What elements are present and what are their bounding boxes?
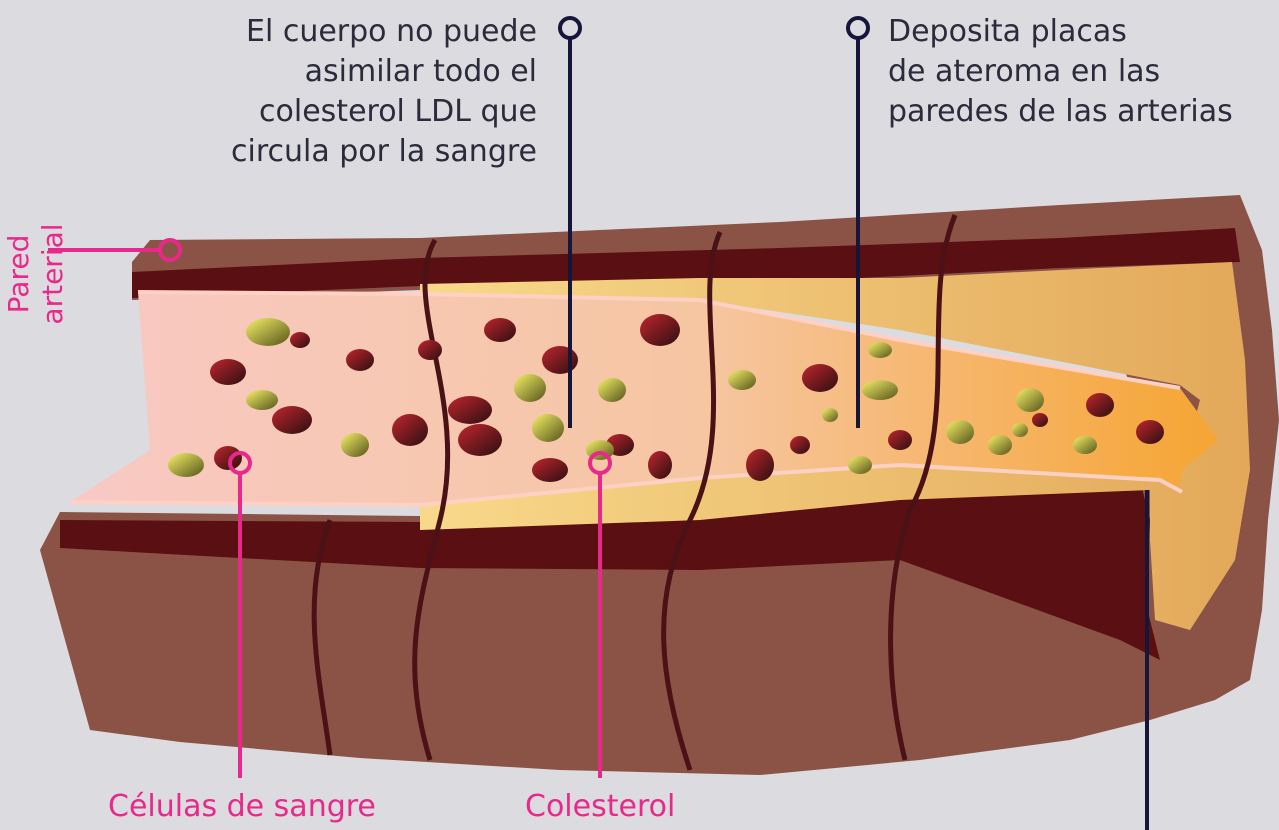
- label-pared-arterial: Pared arterial: [2, 184, 70, 364]
- label-cuerpo: El cuerpo no puede asimilar todo el cole…: [231, 12, 537, 172]
- label-cuerpo-line: colesterol LDL que: [231, 92, 537, 132]
- label-cuerpo-line: El cuerpo no puede: [231, 12, 537, 52]
- label-deposita-line: de ateroma en las: [888, 52, 1233, 92]
- label-deposita: Deposita placas de ateroma en las parede…: [888, 12, 1233, 132]
- label-celulas: Células de sangre: [108, 787, 376, 827]
- label-deposita-line: paredes de las arterias: [888, 92, 1233, 132]
- label-cuerpo-line: asimilar todo el: [231, 52, 537, 92]
- label-deposita-line: Deposita placas: [888, 12, 1233, 52]
- label-colesterol: Colesterol: [525, 787, 675, 827]
- label-cuerpo-line: circula por la sangre: [231, 132, 537, 172]
